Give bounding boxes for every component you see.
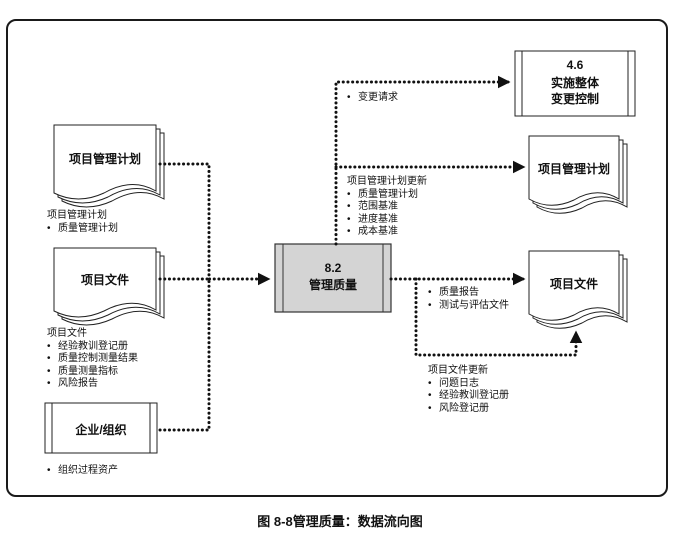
plan-updates-heading: 项目管理计划更新 bbox=[347, 176, 427, 187]
plan-updates-label: 项目管理计划更新 质量管理计划 范围基准 进度基准 成本基准 bbox=[347, 176, 427, 239]
input-docs-detail: 项目文件 经验教训登记册 质量控制测量结果 质量测量指标 风险报告 bbox=[47, 328, 138, 391]
flow-document-updates-loop bbox=[414, 277, 583, 357]
change-control-line1: 实施整体 bbox=[550, 76, 599, 90]
change-request-label: 变更请求 bbox=[347, 92, 398, 105]
plan-updates-item: 进度基准 bbox=[347, 214, 427, 227]
input-docs-detail-item: 经验教训登记册 bbox=[47, 341, 138, 354]
center-process-number: 8.2 bbox=[324, 261, 342, 275]
center-process-box bbox=[274, 243, 392, 313]
doc-updates-item: 经验教训登记册 bbox=[428, 390, 509, 403]
figure-caption: 图 8-8管理质量：数据流向图 bbox=[257, 514, 423, 529]
doc-updates-item: 风险登记册 bbox=[428, 403, 509, 416]
project-docs-output-label: 质量报告 测试与评估文件 bbox=[428, 287, 509, 312]
doc-updates-label: 项目文件更新 问题日志 经验教训登记册 风险登记册 bbox=[428, 365, 509, 415]
output-project-documents-doc-icon bbox=[528, 250, 628, 329]
enterprise-organization-box bbox=[44, 402, 158, 454]
input-project-documents-title: 项目文件 bbox=[80, 273, 129, 287]
enterprise-detail-item: 组织过程资产 bbox=[47, 465, 118, 478]
plan-updates-item: 质量管理计划 bbox=[347, 189, 427, 202]
project-docs-output-item: 质量报告 bbox=[428, 287, 509, 300]
input-docs-detail-item: 风险报告 bbox=[47, 378, 138, 391]
diagram-frame bbox=[6, 19, 668, 497]
plan-updates-item: 范围基准 bbox=[347, 201, 427, 214]
integrated-change-control-box bbox=[514, 50, 636, 117]
plan-updates-item: 成本基准 bbox=[347, 226, 427, 239]
center-process-name: 管理质量 bbox=[308, 278, 357, 292]
flow-process-to-change-request bbox=[334, 75, 511, 246]
input-plan-detail-item: 质量管理计划 bbox=[47, 223, 118, 236]
change-request-item: 变更请求 bbox=[347, 92, 398, 105]
flow-plan-to-process bbox=[158, 162, 271, 286]
input-project-documents-doc-icon bbox=[53, 247, 165, 326]
output-project-plan-doc-icon bbox=[528, 135, 628, 214]
project-docs-output-item: 测试与评估文件 bbox=[428, 300, 509, 313]
input-docs-detail-heading: 项目文件 bbox=[47, 328, 87, 339]
input-plan-detail: 项目管理计划 质量管理计划 bbox=[47, 210, 118, 235]
input-project-plan-title: 项目管理计划 bbox=[68, 152, 141, 166]
input-plan-detail-heading: 项目管理计划 bbox=[47, 210, 107, 221]
output-project-documents-title: 项目文件 bbox=[549, 277, 598, 291]
input-docs-detail-item: 质量测量指标 bbox=[47, 366, 138, 379]
doc-updates-item: 问题日志 bbox=[428, 378, 509, 391]
flow-enterprise-to-process bbox=[158, 277, 211, 432]
enterprise-detail: 组织过程资产 bbox=[47, 465, 118, 478]
enterprise-title: 企业/组织 bbox=[75, 423, 127, 437]
change-control-line2: 变更控制 bbox=[550, 92, 599, 106]
output-project-plan-title: 项目管理计划 bbox=[537, 162, 610, 176]
doc-updates-heading: 项目文件更新 bbox=[428, 365, 488, 376]
change-control-number: 4.6 bbox=[566, 58, 584, 72]
input-project-plan-doc-icon bbox=[53, 124, 165, 208]
input-docs-detail-item: 质量控制测量结果 bbox=[47, 353, 138, 366]
